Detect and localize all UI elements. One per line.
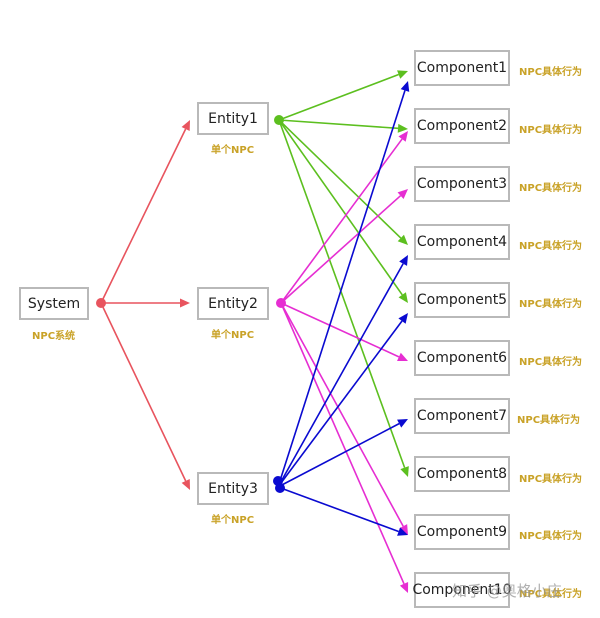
watermark: 知乎 @奥格小庄	[452, 582, 562, 600]
entity1-node[interactable]: Entity1	[197, 102, 269, 135]
edge-entity1-component1	[278, 70, 408, 121]
component4-sublabel: NPC具体行为	[519, 241, 583, 252]
component1-label: Component1	[416, 60, 508, 76]
entity2-label: Entity2	[208, 295, 258, 312]
entity2-node[interactable]: Entity2	[197, 287, 269, 320]
component8-label: Component8	[416, 466, 508, 482]
component10-sublabel: NPC具体行为	[519, 589, 583, 600]
component10-label: Component10	[412, 582, 512, 598]
edge-entity1-component4	[278, 119, 408, 245]
component8-sublabel: NPC具体行为	[519, 474, 583, 485]
entity1-label: Entity1	[208, 110, 258, 127]
entity3-label: Entity3	[208, 480, 258, 497]
entity2-port-dot	[276, 298, 286, 308]
edge-entity2-component3	[280, 189, 408, 304]
entity1-port-dot	[274, 115, 284, 125]
system-node[interactable]: System	[19, 287, 89, 320]
component1-node[interactable]: Component1	[414, 50, 510, 86]
component3-label: Component3	[416, 176, 508, 192]
edge-entity3-component1	[277, 81, 410, 488]
system-port-dot	[96, 298, 106, 308]
entity2-sublabel: 单个NPC	[211, 330, 255, 341]
component10-node[interactable]: Component10	[412, 572, 512, 608]
edge-entity1-component8	[278, 119, 409, 477]
system-label: System	[27, 295, 81, 312]
edge-entity3-component4	[277, 255, 408, 488]
component2-label: Component2	[416, 118, 508, 134]
edge-system-entity1	[100, 120, 190, 304]
component4-label: Component4	[416, 234, 508, 250]
component2-node[interactable]: Component2	[414, 108, 510, 144]
edge-entity1-component5	[278, 119, 408, 303]
edge-entity3-component9	[277, 486, 408, 536]
component8-node[interactable]: Component8	[414, 456, 510, 492]
edge-entity2-component6	[280, 302, 408, 361]
entity1-sublabel: 单个NPC	[211, 145, 255, 156]
component2-sublabel: NPC具体行为	[519, 125, 583, 136]
component4-node[interactable]: Component4	[414, 224, 510, 260]
edge-system-entity3	[100, 302, 190, 490]
component3-node[interactable]: Component3	[414, 166, 510, 202]
component7-label: Component7	[416, 408, 508, 424]
component6-sublabel: NPC具体行为	[519, 357, 583, 368]
entity3-node[interactable]: Entity3	[197, 472, 269, 505]
edge-system-entity2	[101, 298, 190, 308]
component5-label: Component5	[416, 292, 508, 308]
component9-label: Component9	[416, 524, 508, 540]
system-sublabel: NPC系统	[32, 331, 76, 342]
edge-entity2-component9	[280, 302, 408, 535]
component6-node[interactable]: Component6	[414, 340, 510, 376]
edge-entity2-component10	[280, 302, 409, 593]
edge-entity2-component2	[280, 131, 408, 304]
component3-sublabel: NPC具体行为	[519, 183, 583, 194]
edge-entity3-component7	[277, 419, 408, 488]
component1-sublabel: NPC具体行为	[519, 67, 583, 78]
edge-entity1-component2	[278, 119, 408, 133]
edge-entity3-component5	[277, 313, 408, 488]
entity3-port-dot-b	[275, 483, 285, 493]
component9-node[interactable]: Component9	[414, 514, 510, 550]
component5-node[interactable]: Component5	[414, 282, 510, 318]
component9-sublabel: NPC具体行为	[519, 531, 583, 542]
entity3-sublabel: 单个NPC	[211, 515, 255, 526]
component7-sublabel: NPC具体行为	[517, 415, 581, 426]
component7-node[interactable]: Component7	[414, 398, 510, 434]
component6-label: Component6	[416, 350, 508, 366]
component5-sublabel: NPC具体行为	[519, 299, 583, 310]
